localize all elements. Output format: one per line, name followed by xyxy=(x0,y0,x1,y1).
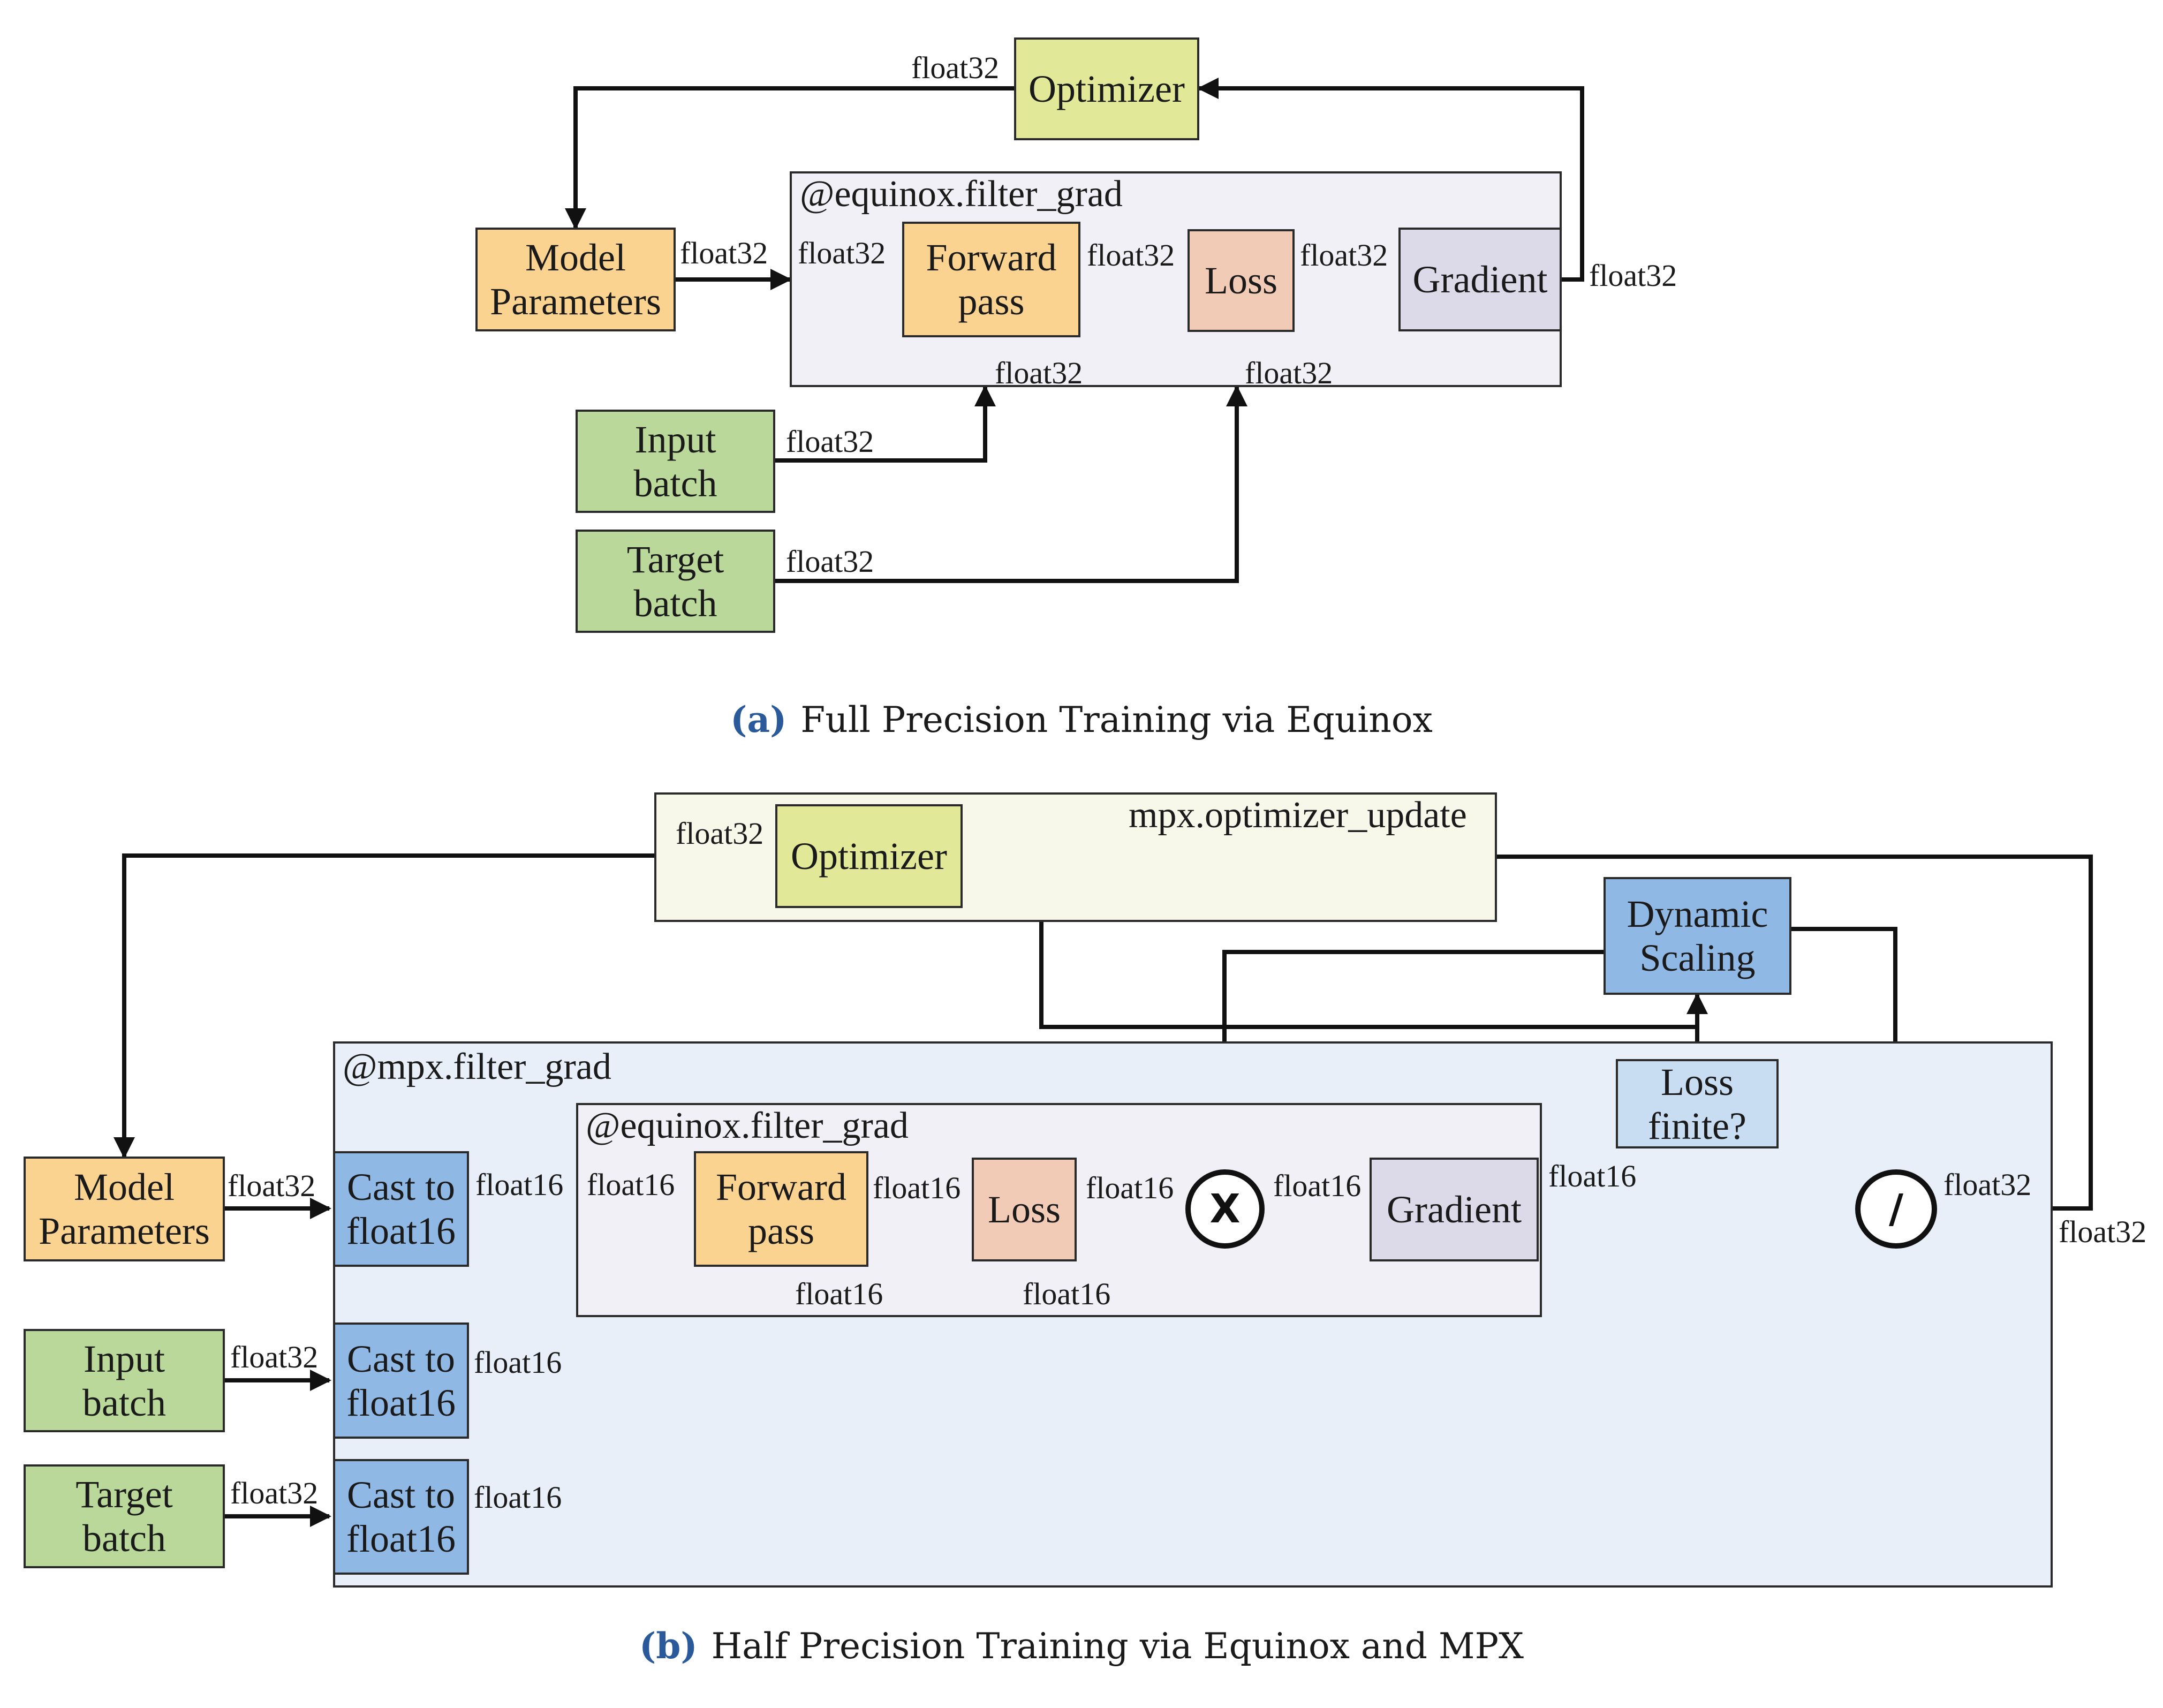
a-target-batch-node: Target batch xyxy=(576,530,775,633)
b-target-out-label: float32 xyxy=(230,1476,319,1510)
b-cast-target-node: Cast to float16 xyxy=(333,1459,469,1575)
b-cast-input-node: Cast to float16 xyxy=(333,1322,469,1439)
caption-b: (b) Half Precision Training via Equinox a… xyxy=(0,1625,2163,1667)
b-forward-in-label: float16 xyxy=(795,1276,883,1311)
b-dynamic-scaling-node: Dynamic Scaling xyxy=(1604,877,1791,995)
caption-a-tag: (a) xyxy=(730,699,787,740)
a-loss-out-label: float32 xyxy=(1300,238,1388,273)
b-divide-operator: / xyxy=(1855,1169,1937,1249)
a-gradient-node: Gradient xyxy=(1398,228,1562,331)
b-cast-target-out-label: float16 xyxy=(474,1480,562,1515)
a-input-out-label: float32 xyxy=(786,424,874,459)
edge-a-optimizer-to-params xyxy=(565,86,1014,230)
b-cast-params-out-label: float16 xyxy=(475,1167,564,1202)
a-equinox-filter-grad-label: @equinox.filter_grad xyxy=(800,173,1123,215)
b-input-batch-node: Input batch xyxy=(24,1329,225,1432)
edge-b-output-to-switch xyxy=(1101,846,2093,1211)
a-optimizer-node: Optimizer xyxy=(1014,37,1199,140)
caption-a-text: Full Precision Training via Equinox xyxy=(800,699,1433,740)
edge-a-input-to-forward xyxy=(775,385,996,463)
b-multiply-operator: X xyxy=(1185,1169,1265,1249)
b-equinox-filter-grad-label: @equinox.filter_grad xyxy=(586,1105,909,1146)
a-forward-pass-node: Forward pass xyxy=(902,222,1080,337)
a-model-parameters-node: Model Parameters xyxy=(475,228,676,331)
b-optimizer-out-label: float32 xyxy=(676,816,764,851)
b-loss-out-label: float16 xyxy=(1086,1170,1174,1205)
b-params-out-label: float32 xyxy=(228,1168,316,1203)
edge-a-gradient-to-optimizer xyxy=(1197,78,1584,282)
b-gradient-node: Gradient xyxy=(1370,1158,1539,1261)
b-gradient-out-label: float16 xyxy=(1548,1159,1637,1193)
a-optimizer-out-label: float32 xyxy=(911,50,1000,85)
b-multiply-out-label: float16 xyxy=(1273,1168,1362,1203)
b-target-batch-node: Target batch xyxy=(24,1464,225,1568)
a-gradient-out-label: float32 xyxy=(1589,258,1677,293)
edge-a-target-to-loss xyxy=(775,385,1247,583)
b-loss-node: Loss xyxy=(972,1158,1077,1261)
a-loss-node: Loss xyxy=(1188,229,1295,332)
b-mpx-filter-grad-label: @mpx.filter_grad xyxy=(343,1046,611,1087)
caption-a: (a) Full Precision Training via Equinox xyxy=(0,699,2163,740)
b-final-out-label: float32 xyxy=(2059,1214,2147,1249)
a-into-forward-label: float32 xyxy=(798,236,886,270)
b-forward-out-label: float16 xyxy=(873,1170,961,1205)
b-loss-in-label: float16 xyxy=(1023,1276,1111,1311)
b-input-out-label: float32 xyxy=(230,1340,319,1374)
b-model-parameters-node: Model Parameters xyxy=(24,1157,225,1261)
caption-b-text: Half Precision Training via Equinox and … xyxy=(711,1626,1524,1667)
edge-b-optimizer-to-params xyxy=(114,853,775,1159)
caption-b-tag: (b) xyxy=(639,1625,698,1667)
b-loss-finite-node: Loss finite? xyxy=(1616,1059,1779,1148)
b-forward-pass-node: Forward pass xyxy=(694,1151,868,1267)
a-loss-in-label: float32 xyxy=(1245,356,1333,390)
b-cast-input-out-label: float16 xyxy=(474,1345,562,1380)
b-optimizer-update-label: mpx.optimizer_update xyxy=(1129,795,1467,836)
b-into-forward-label: float16 xyxy=(587,1167,675,1202)
a-forward-in-label: float32 xyxy=(995,356,1083,390)
a-target-out-label: float32 xyxy=(786,544,874,579)
b-cast-params-node: Cast to float16 xyxy=(333,1151,469,1267)
b-optimizer-node: Optimizer xyxy=(775,804,963,908)
b-divide-out-label: float32 xyxy=(1943,1167,2032,1202)
a-params-out-label: float32 xyxy=(680,236,768,270)
a-forward-out-label: float32 xyxy=(1087,238,1175,273)
a-input-batch-node: Input batch xyxy=(576,410,775,513)
